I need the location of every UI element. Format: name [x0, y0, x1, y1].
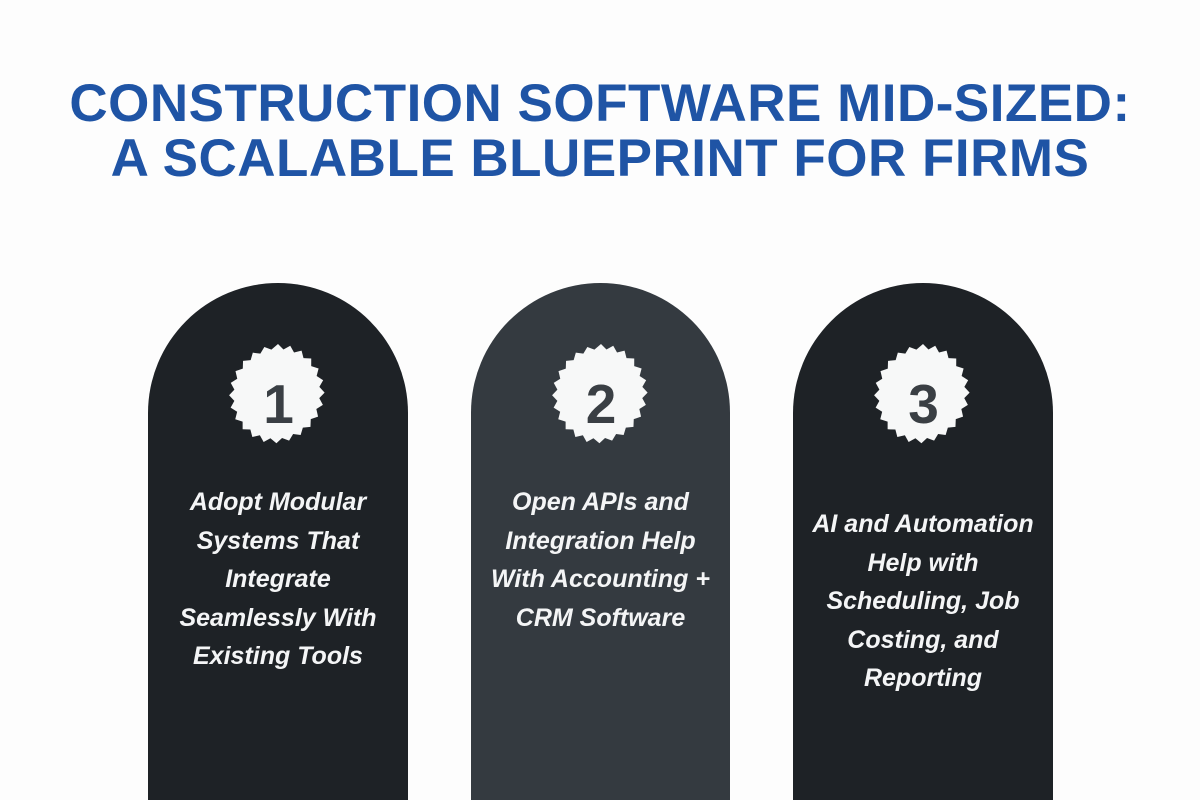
step-text-1: Adopt Modular Systems That Integrate Sea… — [179, 488, 377, 670]
page-title-line-2: A Scalable Blueprint for Firms — [110, 129, 1090, 188]
step-number-2: 2 — [585, 372, 617, 435]
step-card-3: 3 AI and Automation Help with Scheduling… — [793, 283, 1053, 800]
starburst-seal-icon — [874, 344, 970, 444]
step-text-3: AI and Automation Help with Scheduling, … — [812, 510, 1034, 692]
step-number-3: 3 — [908, 372, 939, 435]
step-number-1: 1 — [263, 372, 294, 435]
step-text-2: Open APIs and Integration Help With Acco… — [491, 488, 710, 632]
step-badge-1: 1 — [217, 343, 339, 465]
steps-container: 1 Adopt Modular Systems That Integrate S… — [0, 283, 1200, 800]
page-title: Construction Software Mid-Sized: A Scala… — [0, 76, 1200, 186]
step-badge-3: 3 — [862, 343, 984, 465]
page-title-line-1: Construction Software Mid-Sized: — [69, 74, 1131, 133]
step-badge-2: 2 — [540, 343, 662, 465]
starburst-seal-icon — [229, 344, 325, 444]
starburst-seal-icon — [551, 344, 648, 444]
step-card-2: 2 Open APIs and Integration Help With Ac… — [471, 283, 730, 800]
step-card-1: 1 Adopt Modular Systems That Integrate S… — [148, 283, 408, 800]
